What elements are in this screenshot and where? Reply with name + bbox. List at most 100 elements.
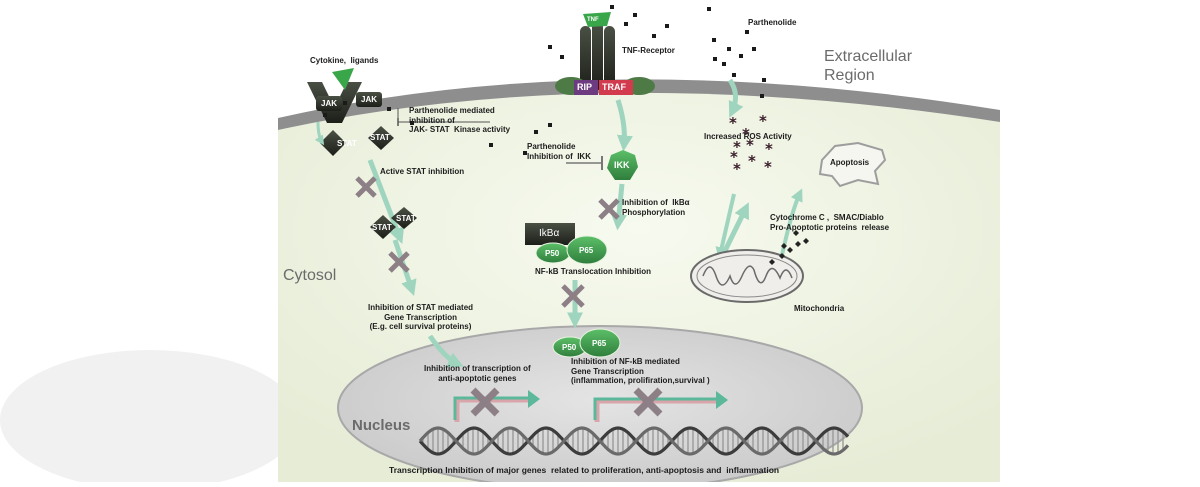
gene-arrow-left bbox=[453, 390, 540, 422]
cytochrome-label: Cytochrome C , SMAC/Diablo Pro-Apoptotic… bbox=[770, 213, 890, 232]
active-stat-inhibition-label: Active STAT inhibition bbox=[380, 167, 465, 176]
ros-star: * bbox=[742, 125, 750, 143]
protein-diamond bbox=[795, 241, 801, 247]
anti-apoptotic-label: Inhibition of transcription of anti-apop… bbox=[424, 364, 531, 383]
ikk-protein bbox=[607, 150, 638, 180]
molecule-dot bbox=[727, 47, 731, 51]
protein-diamond bbox=[787, 247, 793, 253]
jak-receptor bbox=[307, 68, 382, 123]
jak-left bbox=[316, 96, 342, 111]
molecule-dot bbox=[560, 55, 564, 59]
molecule-dot bbox=[713, 57, 717, 61]
parthenolide-arrow bbox=[727, 78, 744, 118]
dna-helix bbox=[418, 426, 850, 456]
particles bbox=[323, 5, 766, 155]
protein-diamond bbox=[793, 230, 799, 236]
molecule-dot bbox=[739, 54, 743, 58]
molecule-dot bbox=[745, 30, 749, 34]
ros-to-mito-arrow bbox=[715, 193, 736, 260]
tnf-receptor-label: TNF-Receptor bbox=[622, 46, 675, 55]
ikk-label: IKK bbox=[614, 160, 630, 170]
inhibition-x bbox=[355, 176, 377, 198]
molecule-dot bbox=[752, 47, 756, 51]
p65-nuclear bbox=[579, 328, 621, 358]
rip-label: RIP bbox=[577, 82, 593, 92]
nucleus bbox=[337, 325, 863, 487]
ros-star: * bbox=[733, 138, 741, 156]
p50-nuclear-label: P50 bbox=[562, 343, 577, 352]
dna-strand bbox=[418, 426, 850, 456]
molecule-dot bbox=[548, 45, 552, 49]
ikba-phosphorylation-label: Inhibition of IkBα Phosphorylation bbox=[622, 198, 690, 217]
jak-right-label: JAK bbox=[361, 95, 378, 104]
cytosol-label: Cytosol bbox=[283, 267, 337, 284]
extracellular-region-label: Extracellular Region bbox=[824, 48, 913, 84]
tnf-label: TNF bbox=[587, 17, 599, 23]
stat-label: STAT bbox=[372, 223, 392, 232]
stat-label: STAT bbox=[396, 214, 416, 223]
p50-label: P50 bbox=[545, 249, 560, 258]
jak-to-stat-arrow bbox=[314, 121, 325, 146]
molecule-dot bbox=[489, 143, 493, 147]
molecule-dot bbox=[624, 22, 628, 26]
molecule-dot bbox=[712, 38, 716, 42]
ros-star: * bbox=[764, 158, 772, 176]
molecule-dot bbox=[665, 24, 669, 28]
parthenolide-label: Parthenolide bbox=[748, 18, 797, 27]
ikba-label: IkBα bbox=[539, 228, 560, 239]
protein-diamond bbox=[803, 238, 809, 244]
p65-nuclear-label: P65 bbox=[592, 339, 607, 348]
stat-gene-inhibition-label: Inhibition of STAT mediated Gene Transcr… bbox=[368, 303, 474, 331]
molecule-dot bbox=[534, 130, 538, 134]
ros-label: Increased ROS Activity bbox=[704, 132, 792, 141]
gene-arrow-right bbox=[593, 391, 728, 422]
ikba-protein bbox=[525, 223, 575, 245]
mitochondria-label: Mitochondria bbox=[794, 304, 845, 313]
rip-protein bbox=[574, 80, 598, 95]
inhibition-x bbox=[598, 198, 620, 220]
cytokine-ligand bbox=[332, 68, 354, 90]
cytokine-label: Cytokine, ligands bbox=[310, 56, 379, 65]
inhibition-x bbox=[470, 387, 500, 417]
molecule-dot bbox=[732, 73, 736, 77]
stat-dimer-arrow bbox=[367, 159, 405, 244]
apoptosis-label: Apoptosis bbox=[830, 158, 870, 167]
background-shadow bbox=[0, 350, 300, 487]
ros-star: * bbox=[765, 140, 773, 158]
nfkb-gene-inhibition-label: Inhibition of NF-kB mediated Gene Transc… bbox=[571, 357, 710, 385]
molecule-dot bbox=[548, 123, 552, 127]
molecule-dot bbox=[323, 113, 327, 117]
ikk-to-ikba-arrow bbox=[610, 183, 627, 231]
molecule-dot bbox=[610, 5, 614, 9]
molecule-dot bbox=[707, 7, 711, 11]
jak-left-label: JAK bbox=[321, 99, 338, 108]
stat-protein-2 bbox=[368, 126, 394, 150]
ros-star: * bbox=[759, 112, 767, 130]
stat-to-nucleus-arrow bbox=[427, 334, 464, 368]
traf-protein bbox=[599, 80, 633, 95]
nucleus-label: Nucleus bbox=[352, 417, 411, 434]
jak-right bbox=[356, 92, 382, 107]
protein-diamond bbox=[781, 243, 787, 249]
ros-markers: ********** bbox=[729, 112, 773, 178]
jak-stat-inhibition-label: Parthenolide mediated inhibition of JAK-… bbox=[409, 106, 511, 134]
protein-diamond bbox=[769, 259, 775, 265]
pro-apoptotic-proteins bbox=[769, 230, 809, 265]
ros-star: * bbox=[746, 136, 754, 154]
stat-protein-3 bbox=[391, 207, 417, 229]
stat-label: STAT bbox=[370, 133, 390, 142]
inhibition-x bbox=[561, 284, 585, 308]
ros-star: * bbox=[730, 148, 738, 166]
tnf-receptor bbox=[580, 12, 615, 90]
ros-star: * bbox=[733, 160, 741, 178]
footer-caption: Transcription Inhibition of major genes … bbox=[389, 465, 780, 475]
molecule-dot bbox=[760, 94, 764, 98]
molecule-dot bbox=[722, 62, 726, 66]
tnf-ligand bbox=[583, 12, 611, 27]
apoptosis-shape bbox=[818, 141, 887, 188]
molecule-dot bbox=[523, 151, 527, 155]
traf-label: TRAF bbox=[602, 82, 626, 92]
p65-protein bbox=[566, 235, 608, 265]
